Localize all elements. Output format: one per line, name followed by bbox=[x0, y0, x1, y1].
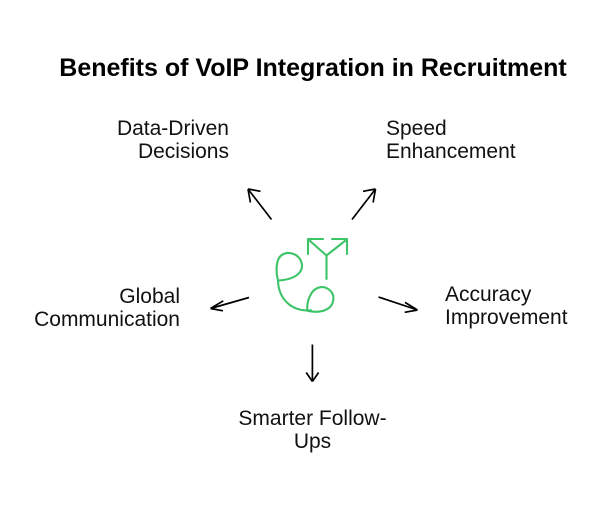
benefit-label-line: Enhancement bbox=[386, 140, 516, 163]
benefit-label-line: Data-Driven bbox=[116, 117, 229, 140]
benefit-label-line: Decisions bbox=[137, 140, 229, 163]
arrow-to-data-driven-decisions bbox=[247, 188, 273, 221]
benefit-label-line: Global bbox=[119, 285, 180, 308]
benefit-label-line: Accuracy bbox=[445, 283, 532, 306]
benefit-label-smarter-follow-ups: Smarter Follow- Ups bbox=[212, 407, 413, 453]
benefit-label-line: Improvement bbox=[445, 306, 568, 329]
benefit-label-global-communication: Global Communication bbox=[34, 285, 180, 331]
arrow-to-global-communication bbox=[210, 296, 250, 312]
split-arrows bbox=[306, 237, 349, 281]
benefit-label-accuracy-improvement: Accuracy Improvement bbox=[445, 283, 568, 329]
arrow-to-speed-enhancement bbox=[351, 188, 377, 221]
benefit-label-line: Speed bbox=[386, 117, 447, 140]
arrow-to-smarter-follow-ups bbox=[305, 344, 320, 382]
benefit-label-speed-enhancement: Speed Enhancement bbox=[386, 117, 516, 163]
benefit-label-line: Ups bbox=[293, 430, 332, 453]
arrow-to-accuracy-improvement bbox=[378, 296, 418, 314]
phone-call-split-icon bbox=[275, 237, 349, 313]
phone-handset bbox=[275, 252, 335, 313]
benefit-label-line: Smarter Follow- bbox=[238, 407, 387, 430]
benefit-label-line: Communication bbox=[34, 308, 180, 331]
page-title: Benefits of VoIP Integration in Recruitm… bbox=[59, 53, 567, 82]
benefit-label-data-driven-decisions: Data-Driven Decisions bbox=[117, 117, 229, 163]
